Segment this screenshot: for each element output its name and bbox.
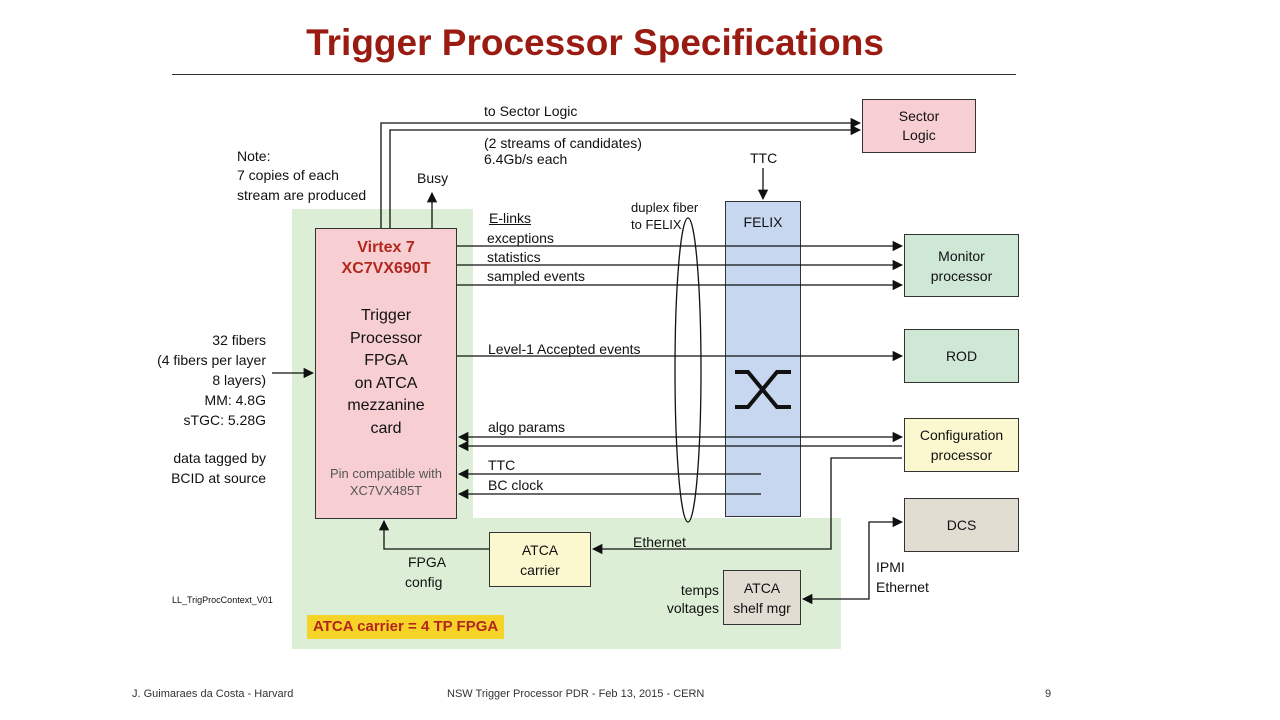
duplex-fiber-ellipse [674, 217, 702, 523]
ipmi-ethernet-label: Ethernet [876, 579, 929, 595]
dcs-box: DCS [904, 498, 1019, 552]
file-label: LL_TrigProcContext_V01 [172, 595, 273, 605]
fibers-line: (4 fibers per layer [157, 352, 266, 368]
fibers-line: sTGC: 5.28G [183, 412, 266, 428]
fpga-pin-note: Pin compatible with XC7VX485T [315, 465, 457, 499]
to-sector-logic-label: to Sector Logic [484, 103, 578, 119]
fibers-line: 32 fibers [212, 332, 266, 348]
streams-label-1: (2 streams of candidates) [484, 135, 642, 151]
exceptions-label: exceptions [487, 230, 554, 246]
felix-label: FELIX [743, 214, 783, 230]
fibers-line: MM: 4.8G [204, 392, 266, 408]
sampled-events-label: sampled events [487, 268, 586, 284]
fpga-line1: Virtex 7 [357, 239, 415, 256]
fpga-pin-line: Pin compatible with [330, 466, 442, 481]
fpga-config-line [378, 519, 489, 550]
fpga-pin-line: XC7VX485T [349, 483, 423, 498]
atca-carrier-box: ATCA carrier [489, 532, 591, 587]
atca-carrier-banner: ATCA carrier = 4 TP FPGA [307, 615, 505, 639]
ethernet-label: Ethernet [633, 534, 686, 550]
ethernet-line [591, 457, 902, 555]
monitor-processor-box: Monitor processor [904, 234, 1019, 297]
config-line: Configuration [919, 427, 1004, 443]
fibers-label: 32 fibers (4 fibers per layer 8 layers) … [130, 330, 266, 430]
dcs-label: DCS [946, 517, 977, 533]
sector-stream-line-1 [380, 117, 862, 228]
atca-shelf-line: shelf mgr [733, 599, 791, 616]
footer-page-number: 9 [1045, 688, 1052, 700]
atca-shelf-manager-box: ATCA shelf mgr [723, 570, 801, 625]
fpga-desc: Trigger Processor FPGA on ATCA mezzanine… [315, 305, 457, 440]
busy-label: Busy [417, 170, 449, 186]
bcid-line: data tagged by [173, 450, 266, 466]
ipmi-ethernet-line [801, 516, 904, 605]
rod-box: ROD [904, 329, 1019, 383]
algo-params-label: algo params [488, 419, 566, 435]
bcid-line: BCID at source [171, 470, 266, 486]
temps-label: temps [680, 582, 719, 598]
rod-label: ROD [945, 348, 978, 364]
felix-crossover-symbol [735, 370, 791, 409]
page-title: Trigger Processor Specifications [306, 22, 884, 63]
note-line-2: 7 copies of each [237, 167, 339, 183]
bcid-label: data tagged by BCID at source [130, 448, 266, 488]
config-line: processor [930, 447, 993, 463]
sector-logic-line: Logic [902, 127, 936, 143]
fpga-box [315, 228, 457, 519]
monitor-line: processor [930, 267, 993, 284]
title-rule [172, 74, 1016, 75]
note-line-1: Note: [237, 148, 271, 164]
streams-label-2: 6.4Gb/s each [484, 151, 568, 167]
fpga-config-label-1: FPGA [408, 554, 447, 570]
footer-event: NSW Trigger Processor PDR - Feb 13, 2015… [447, 688, 705, 700]
fpga-desc-line: card [370, 419, 402, 437]
fpga-desc-line: mezzanine [347, 397, 425, 414]
fpga-line2: XC7VX690T [341, 260, 431, 277]
atca-carrier-line: ATCA [521, 541, 559, 558]
elinks-label: E-links [489, 210, 532, 226]
footer-author: J. Guimaraes da Costa - Harvard [132, 688, 294, 700]
fpga-desc-line: FPGA [364, 352, 408, 369]
sector-logic-line: Sector [898, 108, 940, 124]
configuration-processor-box: Configuration processor [904, 418, 1019, 472]
ipmi-label: IPMI [876, 559, 905, 575]
atca-carrier-line: carrier [520, 561, 560, 578]
fpga-desc-line: Processor [349, 329, 423, 347]
atca-shelf-line: ATCA [743, 579, 781, 596]
fpga-desc-line: on ATCA [354, 374, 418, 392]
ttc-top-label: TTC [750, 150, 778, 166]
sector-stream-line-2 [389, 124, 862, 228]
monitor-line: Monitor [938, 247, 985, 264]
fibers-line: 8 layers) [212, 372, 266, 388]
duplex-label-1: duplex fiber [631, 200, 699, 215]
voltages-label: voltages [666, 600, 719, 616]
sector-logic-box: Sector Logic [862, 99, 976, 153]
level1-label: Level-1 Accepted events [488, 341, 641, 357]
statistics-label: statistics [487, 249, 541, 265]
fpga-desc-line: Trigger [360, 307, 412, 324]
note-line-3: stream are produced [237, 187, 367, 203]
felix-box: FELIX [725, 201, 801, 517]
bc-clock-label: BC clock [488, 477, 544, 493]
ttc-label: TTC [488, 457, 516, 473]
duplex-label-2: to FELIX [631, 217, 682, 232]
fpga-config-label-2: config [405, 574, 443, 590]
